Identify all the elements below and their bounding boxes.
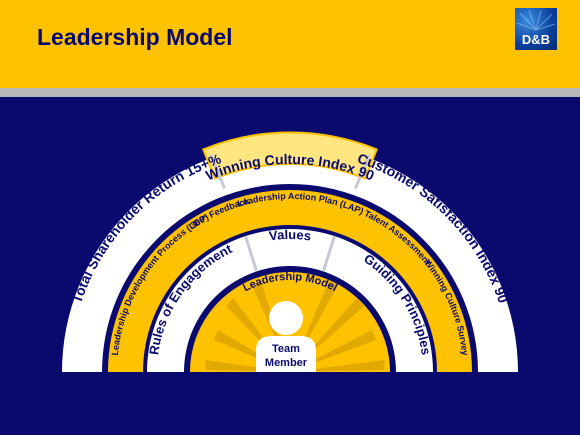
db-logo: D&B bbox=[515, 8, 557, 50]
process-arc-band bbox=[108, 190, 472, 372]
team-member-line2: Member bbox=[265, 357, 308, 369]
logo-text: D&B bbox=[521, 32, 551, 47]
team-member-line1: Team bbox=[272, 343, 300, 355]
values-arc-band bbox=[147, 229, 433, 372]
team-member-body bbox=[256, 336, 316, 372]
winning-culture-highlight bbox=[202, 131, 378, 180]
page-title: Leadership Model bbox=[37, 24, 233, 50]
header-bar: Leadership Model D&B bbox=[0, 0, 580, 88]
values-band-dividers bbox=[244, 235, 336, 272]
header-divider bbox=[0, 88, 580, 97]
outer-band-dividers bbox=[209, 154, 371, 189]
team-member-head bbox=[269, 301, 303, 335]
logo-rays-icon bbox=[516, 9, 556, 31]
outer-arc-band bbox=[62, 144, 518, 372]
values-top-label: Values bbox=[268, 227, 312, 244]
